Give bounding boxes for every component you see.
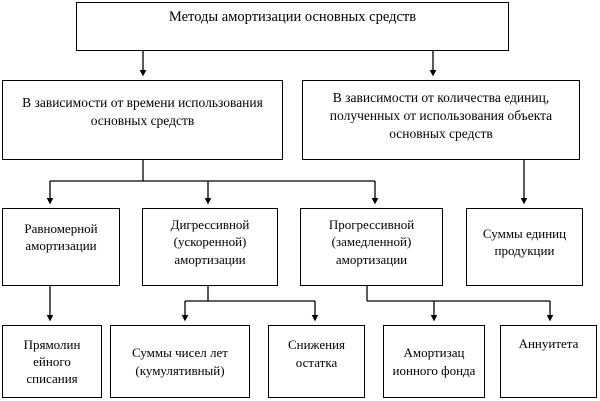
node-declining-balance[interactable]: Снижения остатка [268,325,365,398]
node-units-of-production[interactable]: Суммы единиц продукции [466,208,583,286]
node-straight-line-depreciation-label: Равномерной амортизации [24,220,98,253]
node-depreciation-fund[interactable]: Амортизац ионного фонда [383,325,485,398]
node-progressive-depreciation-label: Прогрессивной (замедленной) амортизации [328,217,415,267]
node-root[interactable]: Методы амортизации основных средств [76,2,509,51]
node-digressive-depreciation-label: Дигрессивной (ускоренной) амортизации [170,217,250,267]
node-by-time-of-use[interactable]: В зависимости от времени использования о… [2,80,283,160]
node-annuity-label: Аннуитета [518,335,579,351]
node-linear-writeoff-label: Прямолин ейного списания [23,336,81,387]
node-by-time-of-use-label: В зависимости от времени использования о… [22,95,263,128]
node-digressive-depreciation[interactable]: Дигрессивной (ускоренной) амортизации [142,208,278,286]
node-sum-of-years-digits[interactable]: Суммы чисел лет (кумулятивный) [110,325,250,398]
node-annuity[interactable]: Аннуитета [500,325,597,398]
node-declining-balance-label: Снижения остатка [287,337,346,370]
node-root-label: Методы амортизации основных средств [168,8,417,25]
node-sum-of-years-digits-label: Суммы чисел лет (кумулятивный) [132,345,228,378]
node-units-of-production-label: Суммы единиц продукции [482,225,567,258]
node-by-units-produced[interactable]: В зависимости от количества единиц, полу… [302,80,580,160]
node-straight-line-depreciation[interactable]: Равномерной амортизации [2,208,120,286]
node-linear-writeoff[interactable]: Прямолин ейного списания [2,325,102,398]
node-depreciation-fund-label: Амортизац ионного фонда [392,345,476,378]
node-by-units-produced-label: В зависимости от количества единиц, полу… [329,90,553,141]
node-progressive-depreciation[interactable]: Прогрессивной (замедленной) амортизации [300,208,443,286]
